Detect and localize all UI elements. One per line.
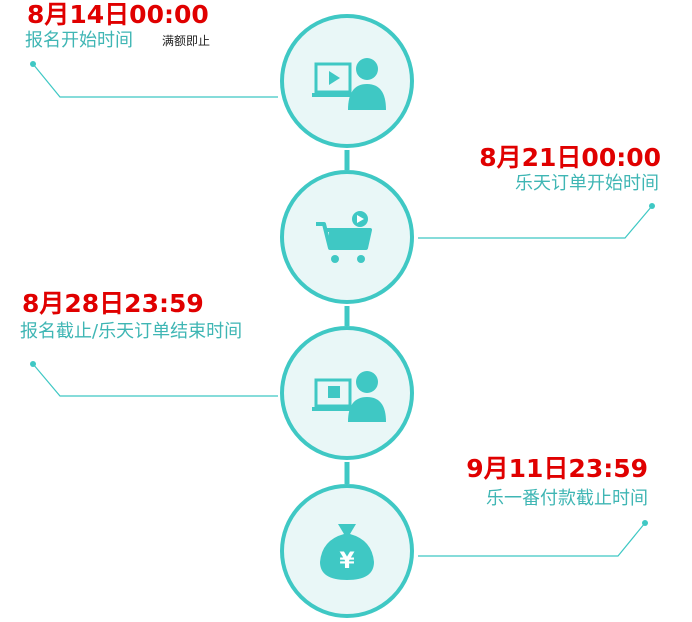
leader-line-2 (418, 205, 653, 239)
leader-line-4 (418, 522, 646, 557)
video-user-icon (312, 58, 386, 110)
milestone-label-3: 报名截止/乐天订单结束时间 (20, 321, 243, 342)
milestone-circle-1 (280, 14, 414, 148)
milestone-label-1: 报名开始时间 (25, 30, 133, 51)
milestone-circle-2 (280, 170, 414, 304)
leader-dot-4 (642, 520, 648, 526)
milestone-label-4: 乐一番付款截止时间 (486, 488, 648, 509)
milestone-date-1: 8月14日00:00 (27, 0, 209, 29)
shopping-cart-icon (316, 211, 372, 263)
milestone-circle-4: ¥ (280, 484, 414, 618)
leader-line-3 (32, 363, 278, 397)
milestone-label-2: 乐天订单开始时间 (515, 173, 659, 194)
leader-dot-2 (649, 203, 655, 209)
milestone-date-2: 8月21日00:00 (479, 143, 661, 172)
milestone-circle-3 (280, 326, 414, 460)
leader-line-1 (32, 63, 278, 98)
video-user-icon (312, 371, 386, 422)
leader-dot-3 (30, 361, 36, 367)
milestone-date-4: 9月11日23:59 (466, 454, 648, 483)
money-bag-icon: ¥ (320, 524, 374, 580)
svg-text:¥: ¥ (339, 549, 355, 574)
milestone-note-1: 满额即止 (162, 34, 211, 48)
milestone-date-3: 8月28日23:59 (22, 289, 204, 318)
leader-dot-1 (30, 61, 36, 67)
